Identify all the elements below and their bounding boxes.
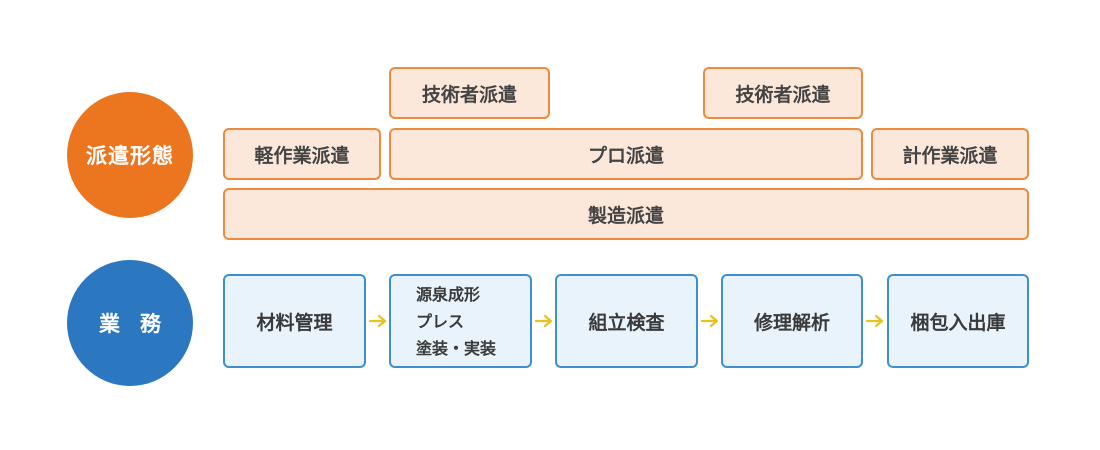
- engineer-dispatch-box-2: 技術者派遣: [703, 67, 863, 119]
- dispatch-type-circle: 派遣形態: [67, 92, 193, 218]
- light-work-dispatch-box: 軽作業派遣: [223, 128, 381, 180]
- business-circle: 業務: [67, 260, 193, 386]
- arrow-right-icon: [368, 314, 387, 328]
- flow-step-material-management: 材料管理: [223, 274, 366, 368]
- business-label: 業務: [99, 312, 181, 336]
- dispatch-type-label: 派遣形態: [86, 144, 174, 168]
- manufacturing-dispatch-label: 製造派遣: [587, 204, 664, 227]
- light-work-dispatch-label: 軽作業派遣: [254, 144, 350, 167]
- pro-dispatch-box: プロ派遣: [389, 128, 863, 180]
- flow-step-label: 組立検査: [588, 311, 665, 334]
- flow-step-line: 源泉成形: [416, 284, 481, 304]
- engineer-dispatch-box-1: 技術者派遣: [389, 67, 550, 119]
- flow-step-line: 塗装・実装: [416, 338, 497, 358]
- arrow-right-icon: [534, 314, 553, 328]
- flow-step-label: 梱包入出庫: [910, 311, 1006, 334]
- flow-step-repair-analysis: 修理解析: [721, 274, 863, 368]
- flow-step-assembly-inspection: 組立検査: [555, 274, 698, 368]
- flow-step-packing-warehousing: 梱包入出庫: [887, 274, 1029, 368]
- arrow-right-icon: [865, 314, 884, 328]
- arrow-right-icon: [700, 314, 719, 328]
- flow-step-line: プレス: [416, 311, 465, 331]
- engineer-dispatch-label-2: 技術者派遣: [735, 83, 831, 106]
- pro-dispatch-label: プロ派遣: [587, 144, 664, 167]
- manufacturing-dispatch-box: 製造派遣: [223, 188, 1029, 240]
- measured-work-dispatch-label: 計作業派遣: [902, 144, 998, 167]
- flow-step-label: 修理解析: [753, 311, 830, 334]
- flow-step-label: 材料管理: [256, 311, 333, 334]
- engineer-dispatch-label-1: 技術者派遣: [421, 83, 517, 106]
- measured-work-dispatch-box: 計作業派遣: [871, 128, 1029, 180]
- flow-step-forming-press-coating: 源泉成形 プレス 塗装・実装: [389, 274, 532, 368]
